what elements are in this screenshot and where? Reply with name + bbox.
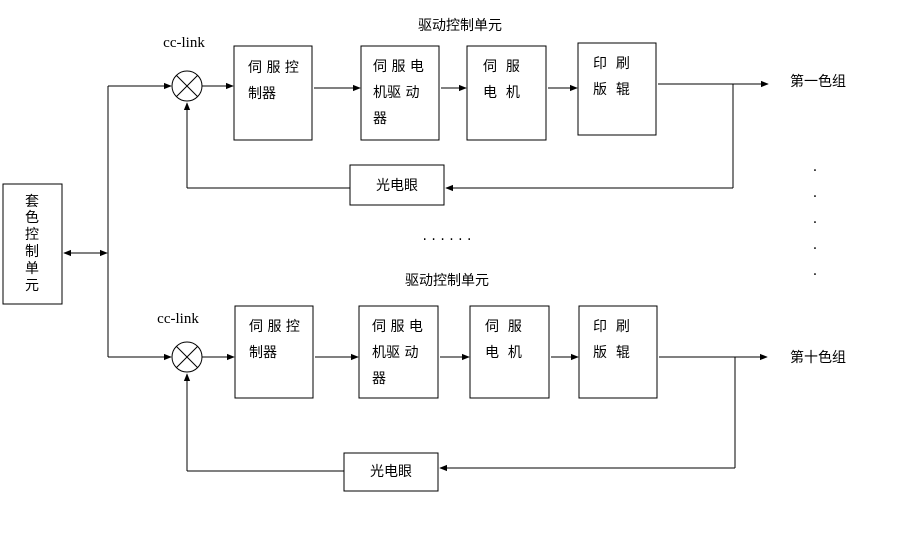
group2-servo-controller [234,305,314,399]
group2-servo-controller-text: 制器 [249,345,277,361]
group1-servo-motor-text: 伺 服 [483,59,520,75]
group1-roller-text: 版 辊 [593,82,630,98]
vertical-ellipsis-dot: · [813,215,817,231]
group1-photoelectric-sensor [349,164,445,206]
group2-servo-driver-text: 器 [372,371,386,387]
group1-servo-motor [466,45,547,141]
group2-printing-plate-roller [578,305,658,399]
group1-servo-driver-text: 伺 服 电 [373,59,424,75]
group2-servo-motor-text: 电 机 [485,345,522,361]
group1-servo-driver-text: 器 [373,111,387,127]
group2-servo-motor [469,305,550,399]
group2-servo-controller-text: 伺 服 控 [249,319,300,335]
group2-servo-driver-text: 伺 服 电 [372,319,423,335]
left-unit-char: 套 [25,194,39,210]
vertical-ellipsis-dot: · [813,241,817,257]
group2-summing-junction-icon [171,341,203,373]
left-unit-label: 套 色 控 制 单 元 [25,194,39,294]
vertical-ellipsis-dot: · [813,267,817,283]
group1-servo-controller [233,45,313,141]
group2-sensor-label: 光电眼 [370,464,412,480]
group1-roller-text: 印 刷 [593,56,630,72]
group1-printing-plate-roller [577,42,657,136]
group2-output-label: 第十色组 [790,349,846,366]
group1-servo-controller-text: 伺 服 控 [248,60,299,76]
group2-bus-label: cc-link [157,311,199,327]
group2-roller-text: 印 刷 [593,319,630,335]
group1-sensor-label: 光电眼 [376,178,418,194]
vertical-ellipsis-dot: · [813,163,817,179]
group2-servo-motor-driver [358,305,439,399]
group1-servo-driver-text: 机驱 动 [373,85,419,101]
group2-servo-motor-text: 伺 服 [485,319,522,335]
group1-bus-label: cc-link [163,35,205,51]
middle-ellipsis: · · · · · · [423,232,472,248]
left-unit-char: 元 [25,278,39,294]
group1-servo-motor-driver [360,45,440,141]
vertical-ellipsis-dot: · [813,189,817,205]
group2-photoelectric-sensor [343,452,439,492]
color-register-control-unit [2,183,63,305]
group2-title: 驱动控制单元 [405,273,489,289]
left-unit-char: 色 [25,209,39,226]
group2-servo-driver-text: 机驱 动 [372,345,418,361]
vertical-ellipsis: · · · · · [813,163,817,283]
group1-title: 驱动控制单元 [418,18,502,34]
left-unit-char: 控 [25,227,39,243]
group1-servo-motor-text: 电 机 [483,85,520,101]
group2-roller-text: 版 辊 [593,345,630,361]
group1-summing-junction-icon [171,70,203,102]
left-unit-char: 单 [25,261,39,277]
group1-servo-controller-text: 制器 [248,86,276,102]
group1-output-label: 第一色组 [790,73,846,90]
left-unit-char: 制 [25,244,39,260]
